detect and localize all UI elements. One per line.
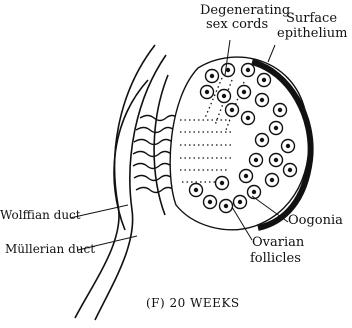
label-oogonia: Oogonia xyxy=(288,214,343,228)
label-degenerating: Degenerating xyxy=(200,4,290,18)
oocyte-dot xyxy=(230,108,234,112)
label-ovarian: Ovarian xyxy=(252,236,304,250)
oocyte-dot xyxy=(252,190,256,194)
oocyte-dot xyxy=(208,200,212,204)
oocyte-dot xyxy=(194,188,198,192)
oocyte-dot xyxy=(222,94,226,98)
oocyte-dot xyxy=(260,98,264,102)
oocyte-dot xyxy=(278,108,282,112)
label-sex-cords: sex cords xyxy=(206,18,268,32)
oocyte-dot xyxy=(226,68,230,72)
ducts xyxy=(75,45,168,320)
label-wolffian-duct: Wolffian duct xyxy=(0,208,81,222)
leader-surface xyxy=(268,45,275,62)
oocyte-dot xyxy=(224,204,228,208)
oocyte-dot xyxy=(286,144,290,148)
oocyte-dot xyxy=(260,138,264,142)
oocyte-dot xyxy=(262,78,266,82)
label-follicles: follicles xyxy=(250,252,301,266)
oocyte-dot xyxy=(246,116,250,120)
inner-curve xyxy=(154,75,168,215)
oocyte-dot xyxy=(254,158,258,162)
figure-caption: (F) 20 WEEKS xyxy=(146,296,240,310)
oocyte-dot xyxy=(220,181,224,185)
oocyte-dot xyxy=(288,168,292,172)
oocyte-dot xyxy=(246,68,250,72)
label-surface: Surface xyxy=(286,12,337,26)
oocyte-dot xyxy=(242,90,246,94)
oocyte-dot xyxy=(274,126,278,130)
label-epithelium: epithelium xyxy=(277,27,347,41)
oocyte-dot xyxy=(238,200,242,204)
label-mullerian-duct: Müllerian duct xyxy=(5,242,95,256)
oocyte-dot xyxy=(210,74,214,78)
oocyte-dot xyxy=(274,158,278,162)
oocyte-dot xyxy=(205,90,209,94)
oocyte-dot xyxy=(244,174,248,178)
mullerian-duct-line xyxy=(95,55,166,320)
oocyte-dot xyxy=(270,178,274,182)
